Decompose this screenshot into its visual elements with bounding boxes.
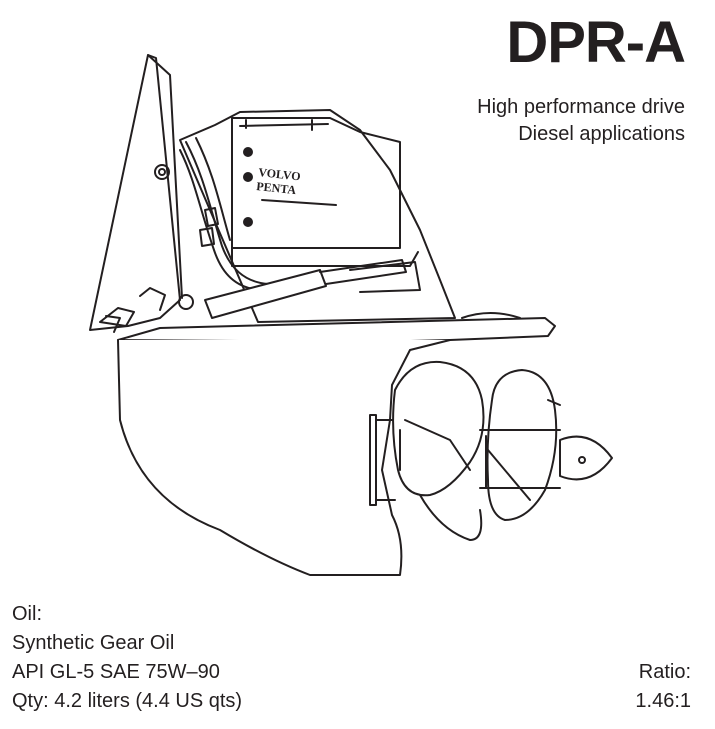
description-line-1: High performance drive [477, 96, 685, 118]
model-title: DPR-A [506, 10, 686, 75]
ratio-value: 1.46:1 [635, 690, 691, 712]
trim-cylinder [99, 259, 407, 333]
gear-ratio: Ratio: 1.46:1 [635, 658, 691, 716]
forward-propeller [392, 360, 485, 541]
oil-quantity: Qty: 4.2 liters (4.4 US qts) [12, 690, 243, 712]
oil-specifications: Oil: Synthetic Gear Oil API GL-5 SAE 75W… [12, 600, 242, 716]
transom-plate [89, 54, 183, 331]
volvo-penta-logo-2: PENTA [256, 179, 297, 197]
oil-label: Oil: [12, 603, 42, 625]
propeller-hub [479, 429, 613, 489]
model-description: High performance drive Diesel applicatio… [477, 94, 685, 148]
ratio-label: Ratio: [638, 661, 691, 683]
aft-propeller [485, 369, 561, 521]
description-line-2: Diesel applications [518, 123, 685, 145]
oil-spec: API GL-5 SAE 75W–90 [12, 661, 220, 683]
volvo-penta-logo: VOLVO [258, 165, 302, 183]
oil-type: Synthetic Gear Oil [12, 632, 175, 654]
upper-gear-housing [179, 109, 456, 323]
lower-unit [117, 339, 451, 576]
sterndrive-illustration: VOLVO PENTA [89, 54, 613, 576]
